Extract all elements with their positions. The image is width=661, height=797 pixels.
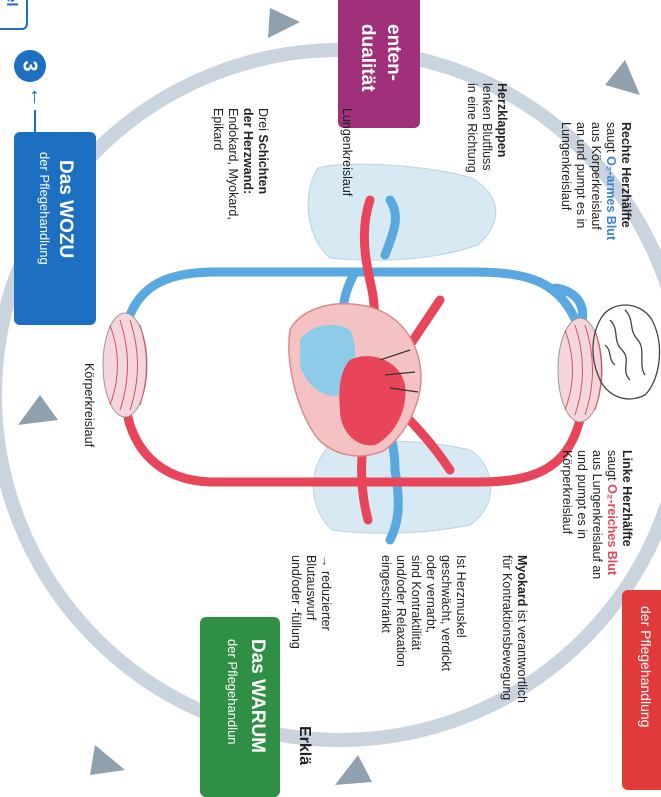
lungenkreislauf-label: Lungenkreislauf [339,108,354,196]
individualitaet-line2: dualität [356,24,378,92]
level-number: 3 [14,60,46,71]
level-number-badge[interactable]: 3 [14,50,46,82]
warum-title: Das WARUM [246,639,268,753]
herzmuskel-annotation: Ist Herzmuskel geschwächt, verdickt oder… [378,555,468,671]
rechte-o2-label: O₂-armes Blut [604,156,618,240]
herzklappen-line2: lenken Blutfluss [479,83,494,173]
koerperkreislauf-label: Körperkreislauf [81,363,96,447]
herzmuskel-line5: und/oder Relaxation [393,555,408,671]
ring-arrow-bottom [335,755,372,785]
myokard-annotation: Myokard ist verantwortlich für Kontrakti… [499,555,529,703]
ring-arrow-top-right [605,60,640,95]
rechte-line5: Lungenkreislauf [558,122,573,240]
brain-icon [593,305,660,399]
myokard-heading: Myokard [515,555,529,606]
rechte-heading: Rechte Herzhälfte [619,122,633,228]
linke-line3: aus Lungenkreislauf an [589,450,604,579]
wozu-subtitle: der Pflegehandlung [37,152,52,265]
linke-line2-pre: saugt [605,450,619,484]
schichten-line1-bold: Schichten [256,134,270,194]
warum-subtitle: der Pflegehandlun [225,639,240,745]
herzmuskel-line3: oder vernarbt, [423,555,438,671]
rechte-line3: aus Körperkreislauf [588,122,603,240]
schichten-line4: Epikard [210,108,225,220]
rechte-herzhaelfte-annotation: Rechte Herzhälfte saugt O₂-armes Blut au… [558,122,633,240]
herzmuskel-line2: geschwächt, verdickt [438,555,453,671]
capillary-bed-lower [103,313,147,417]
ring-arrow-left [18,395,58,425]
wozu-box[interactable]: Das WOZU der Pflegehandlung [14,132,96,325]
heart-graphic [289,304,421,456]
red-tab-box[interactable]: der Pflegehandlung [622,590,661,790]
wozu-title: Das WOZU [54,160,76,258]
schichten-line2: der Herzwand: [241,108,255,194]
schichten-line3: Endokard, Myokard, [225,108,240,220]
red-tab-subtitle: der Pflegehandlung [638,606,654,727]
myokard-line1-rest: ist verantwortlich [515,606,529,703]
herzmuskel-line6: eingeschränkt [378,555,393,671]
individualitaet-line1: enten- [382,24,404,81]
myokard-line2: für Kontraktionsbewegung [499,555,514,703]
lung-lower [313,441,490,533]
folge-line2: Blutauswurf [303,555,318,649]
herzklappen-line3: in eine Richtung [464,83,479,173]
herzklappen-heading: Herzklappen [495,83,509,157]
folge-line3: und/oder -füllung [288,555,303,649]
ring-arrow-top [268,8,300,38]
level-tab: el [0,0,28,30]
warum-box[interactable]: Das WARUM der Pflegehandlun [200,617,280,797]
level-tab-prefix: el [3,0,20,7]
folge-annotation: → reduzierter Blutauswurf und/oder -füll… [288,555,333,649]
herzklappen-annotation: Herzklappen lenken Blutfluss in eine Ric… [464,83,509,173]
herzmuskel-line4: sind Kontraktilität [408,555,423,671]
linke-heading: Linke Herzhälfte [620,450,634,547]
arrow-left-icon: ← [25,86,51,108]
linke-line4: und pumpt es in [574,450,589,579]
linke-o2-label: O₂-reiches Blut [605,484,619,575]
linke-herzhaelfte-annotation: Linke Herzhälfte saugt O₂-reiches Blut a… [559,450,634,579]
erklaerung-label: Erklä [295,726,313,765]
ring-arrow-bottom-left [90,745,125,775]
folge-line1: → reduzierter [318,555,333,649]
herzmuskel-line1: Ist Herzmuskel [453,555,468,671]
rechte-line4: an und pumpt es in [573,122,588,240]
linke-line5: Körperkreislauf [559,450,574,579]
schichten-line1-pre: Drei [256,108,270,134]
rechte-line2-pre: saugt [604,122,618,156]
schichten-annotation: Drei Schichten der Herzwand: Endokard, M… [210,108,270,220]
lung-upper [308,164,496,260]
